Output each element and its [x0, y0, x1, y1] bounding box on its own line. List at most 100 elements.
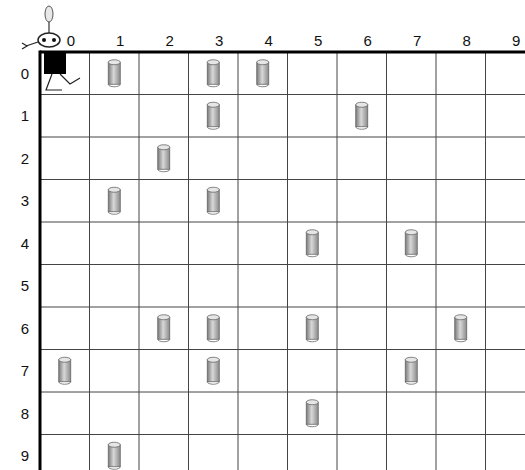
can: [207, 187, 219, 214]
can-body: [207, 62, 219, 84]
row-number: 3: [21, 193, 29, 208]
can-top: [207, 315, 219, 320]
can-body: [306, 402, 318, 424]
can: [108, 60, 120, 87]
column-number: 5: [314, 33, 322, 48]
can: [158, 145, 170, 172]
grid-line: [40, 94, 525, 95]
can-top: [108, 187, 120, 192]
can-bottom: [306, 254, 318, 257]
can-body: [207, 360, 219, 382]
can-top: [207, 102, 219, 107]
row-number: 4: [21, 236, 29, 251]
can: [108, 187, 120, 214]
row-number: 9: [21, 448, 29, 463]
can-body: [207, 190, 219, 212]
grid-line: [40, 349, 525, 350]
can-body: [59, 360, 71, 382]
can-bottom: [356, 127, 368, 130]
can: [207, 60, 219, 87]
can-bottom: [108, 467, 120, 470]
row-number: 1: [21, 108, 29, 123]
can-bottom: [207, 339, 219, 342]
can-top: [108, 60, 120, 65]
column-number: 9: [512, 33, 520, 48]
column-number: 4: [265, 33, 273, 48]
row-number: 6: [21, 321, 29, 336]
can: [306, 230, 318, 257]
column-number: 0: [67, 33, 75, 48]
grid-line: [40, 137, 525, 138]
grid-line: [40, 307, 525, 308]
can-body: [108, 190, 120, 212]
grid-lines: [40, 51, 525, 470]
grid-line: [436, 52, 437, 470]
robot-figure: [22, 6, 80, 90]
can-body: [207, 105, 219, 127]
can: [207, 315, 219, 342]
can-bottom: [207, 382, 219, 385]
grid-border: [39, 51, 42, 470]
grid-line: [40, 264, 525, 265]
grid-line: [40, 179, 525, 180]
column-number: 1: [116, 33, 124, 48]
can-body: [356, 105, 368, 127]
can: [455, 315, 467, 342]
can-body: [108, 445, 120, 467]
row-number: 0: [21, 66, 29, 81]
grid-line: [139, 52, 140, 470]
column-number: 6: [364, 33, 372, 48]
can-top: [59, 357, 71, 362]
grid-line: [188, 52, 189, 470]
can-group: [59, 60, 467, 470]
grid-line: [386, 52, 387, 470]
can: [405, 230, 417, 257]
can-top: [257, 60, 269, 65]
can-body: [405, 360, 417, 382]
can-bottom: [257, 84, 269, 87]
can-bottom: [306, 424, 318, 427]
column-number: 2: [166, 33, 174, 48]
grid-line: [337, 52, 338, 470]
can-bottom: [207, 127, 219, 130]
can-top: [306, 400, 318, 405]
can: [405, 357, 417, 384]
can-top: [158, 315, 170, 320]
can-body: [158, 317, 170, 339]
can-bottom: [306, 339, 318, 342]
can-top: [356, 102, 368, 107]
can-body: [207, 317, 219, 339]
row-number: 5: [21, 278, 29, 293]
can-top: [455, 315, 467, 320]
can-top: [306, 230, 318, 235]
can-top: [207, 187, 219, 192]
can-top: [405, 357, 417, 362]
can: [108, 442, 120, 469]
can-bottom: [59, 382, 71, 385]
can-bottom: [405, 382, 417, 385]
can: [207, 102, 219, 129]
can-body: [455, 317, 467, 339]
can-bottom: [207, 212, 219, 215]
can-body: [306, 317, 318, 339]
can-bottom: [158, 339, 170, 342]
can-top: [108, 442, 120, 447]
column-number: 7: [413, 33, 421, 48]
can: [356, 102, 368, 129]
can-bottom: [158, 169, 170, 172]
column-number: 3: [215, 33, 223, 48]
row-number: 2: [21, 151, 29, 166]
can: [158, 315, 170, 342]
can: [59, 357, 71, 384]
can-body: [108, 62, 120, 84]
grid-line: [40, 222, 525, 223]
can: [257, 60, 269, 87]
can-top: [158, 145, 170, 150]
grid-line: [485, 52, 486, 470]
can-bottom: [405, 254, 417, 257]
can: [306, 400, 318, 427]
can-top: [207, 60, 219, 65]
can-top: [306, 315, 318, 320]
can-body: [306, 232, 318, 254]
